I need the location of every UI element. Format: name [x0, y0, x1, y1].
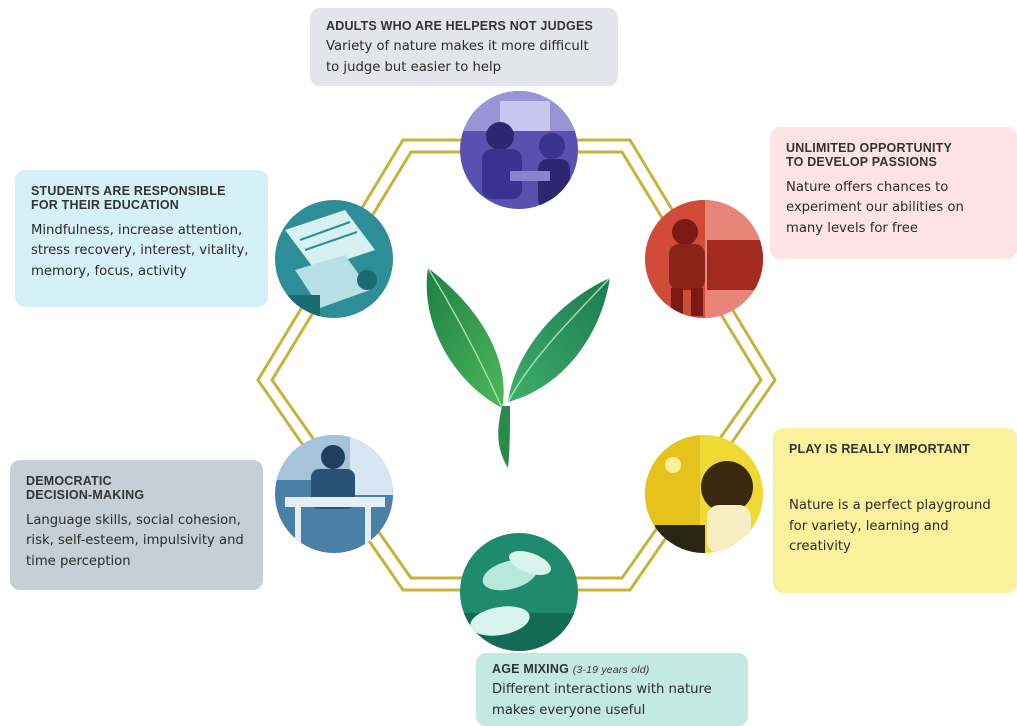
card-age-mixing: AGE MIXING (3-19 years old) Different in…: [476, 653, 748, 726]
card-democratic-decision: DEMOCRATIC DECISION-MAKING Language skil…: [10, 460, 263, 590]
card-body: Mindfulness, increase attention, stress …: [31, 222, 249, 279]
card-title: ADULTS WHO ARE HELPERS NOT JUDGES: [326, 19, 594, 33]
card-body: Different interactions with nature makes…: [492, 682, 712, 718]
leaf-stem: [498, 406, 510, 468]
card-body: Language skills, social cohesion, risk, …: [26, 512, 244, 569]
card-title: UNLIMITED OPPORTUNITY TO DEVELOP PASSION…: [786, 141, 953, 170]
right-leaf-icon: [508, 278, 610, 402]
card-subtitle: (3-19 years old): [572, 664, 650, 676]
card-play-important: PLAY IS REALLY IMPORTANT Nature is a per…: [773, 428, 1017, 593]
photo-hands-together: [460, 533, 578, 651]
card-body: Nature is a perfect playground for varie…: [789, 498, 991, 555]
card-title: AGE MIXING (3-19 years old): [492, 662, 732, 676]
card-unlimited-opportunity: UNLIMITED OPPORTUNITY TO DEVELOP PASSION…: [770, 127, 1017, 259]
card-body: Nature offers chances to experiment our …: [786, 179, 964, 236]
card-title: PLAY IS REALLY IMPORTANT: [789, 442, 970, 456]
card-students-responsible: STUDENTS ARE RESPONSIBLE FOR THEIR EDUCA…: [15, 170, 268, 307]
photo-child-playing: [645, 435, 763, 553]
hexagon-inner: [270, 150, 763, 580]
card-title: DEMOCRATIC DECISION-MAKING: [26, 474, 145, 503]
photo-children-classroom: [460, 91, 578, 209]
photo-child-at-piano: [645, 200, 763, 318]
hexagon-outer: [256, 138, 777, 592]
card-title-text: AGE MIXING: [492, 662, 570, 676]
photo-study-desk: [275, 200, 393, 318]
photo-students-at-table: [275, 435, 393, 553]
card-body: Variety of nature makes it more difficul…: [326, 39, 589, 75]
left-leaf-icon: [426, 268, 504, 408]
card-title: STUDENTS ARE RESPONSIBLE FOR THEIR EDUCA…: [31, 184, 226, 213]
card-adults-helpers: ADULTS WHO ARE HELPERS NOT JUDGES Variet…: [310, 8, 618, 86]
leaf-sprout-icon: [426, 267, 611, 468]
